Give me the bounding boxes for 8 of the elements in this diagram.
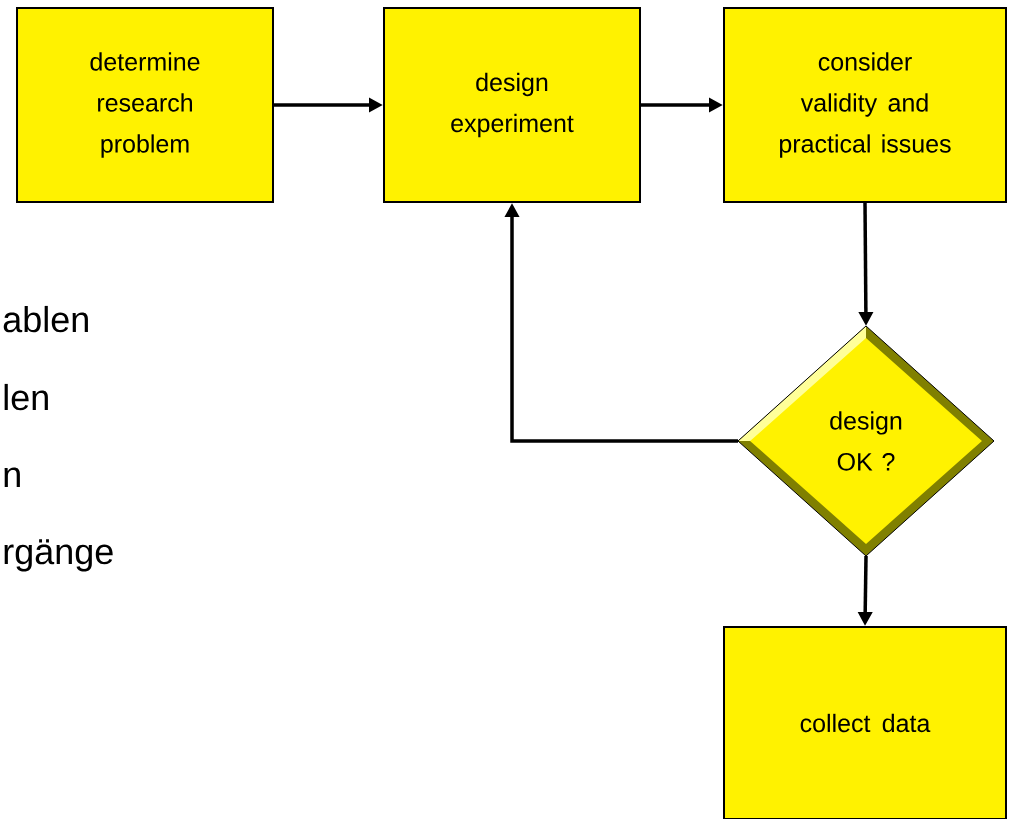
process-box: design experiment	[383, 7, 641, 203]
slide-text: n	[4, 467, 20, 487]
process-box: determine research problem	[16, 7, 274, 203]
slide-text: rgänge	[4, 539, 113, 572]
slide-text: ablen	[3, 305, 88, 333]
slide-text: len	[4, 383, 48, 411]
process-box: consider validity and practical issues	[723, 7, 1007, 203]
process-box: collect data	[723, 626, 1007, 819]
